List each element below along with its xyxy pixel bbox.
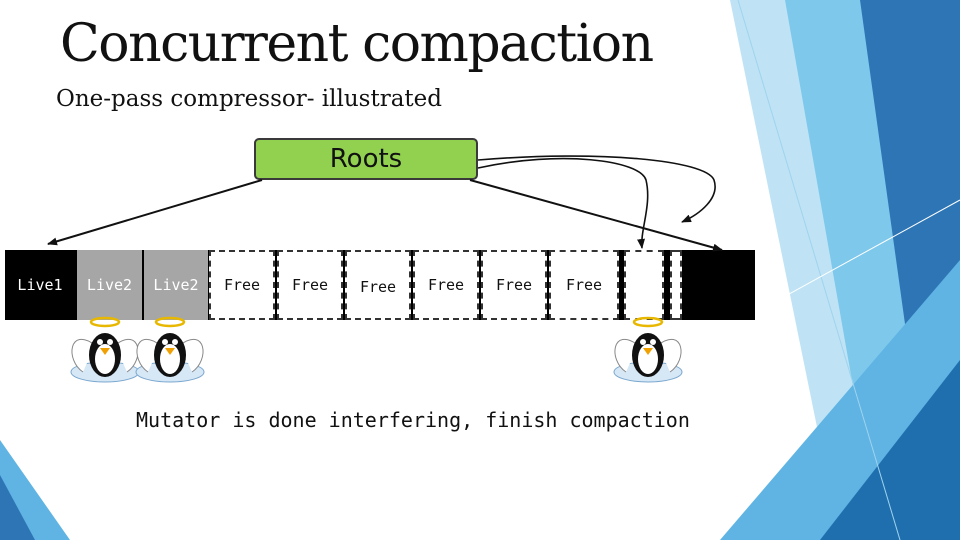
angel-penguin-icon: [71, 318, 139, 382]
angel-penguin-icon: [136, 318, 204, 382]
angel-penguin-icon: [614, 318, 682, 382]
slide-caption: Mutator is done interfering, finish comp…: [136, 408, 690, 432]
